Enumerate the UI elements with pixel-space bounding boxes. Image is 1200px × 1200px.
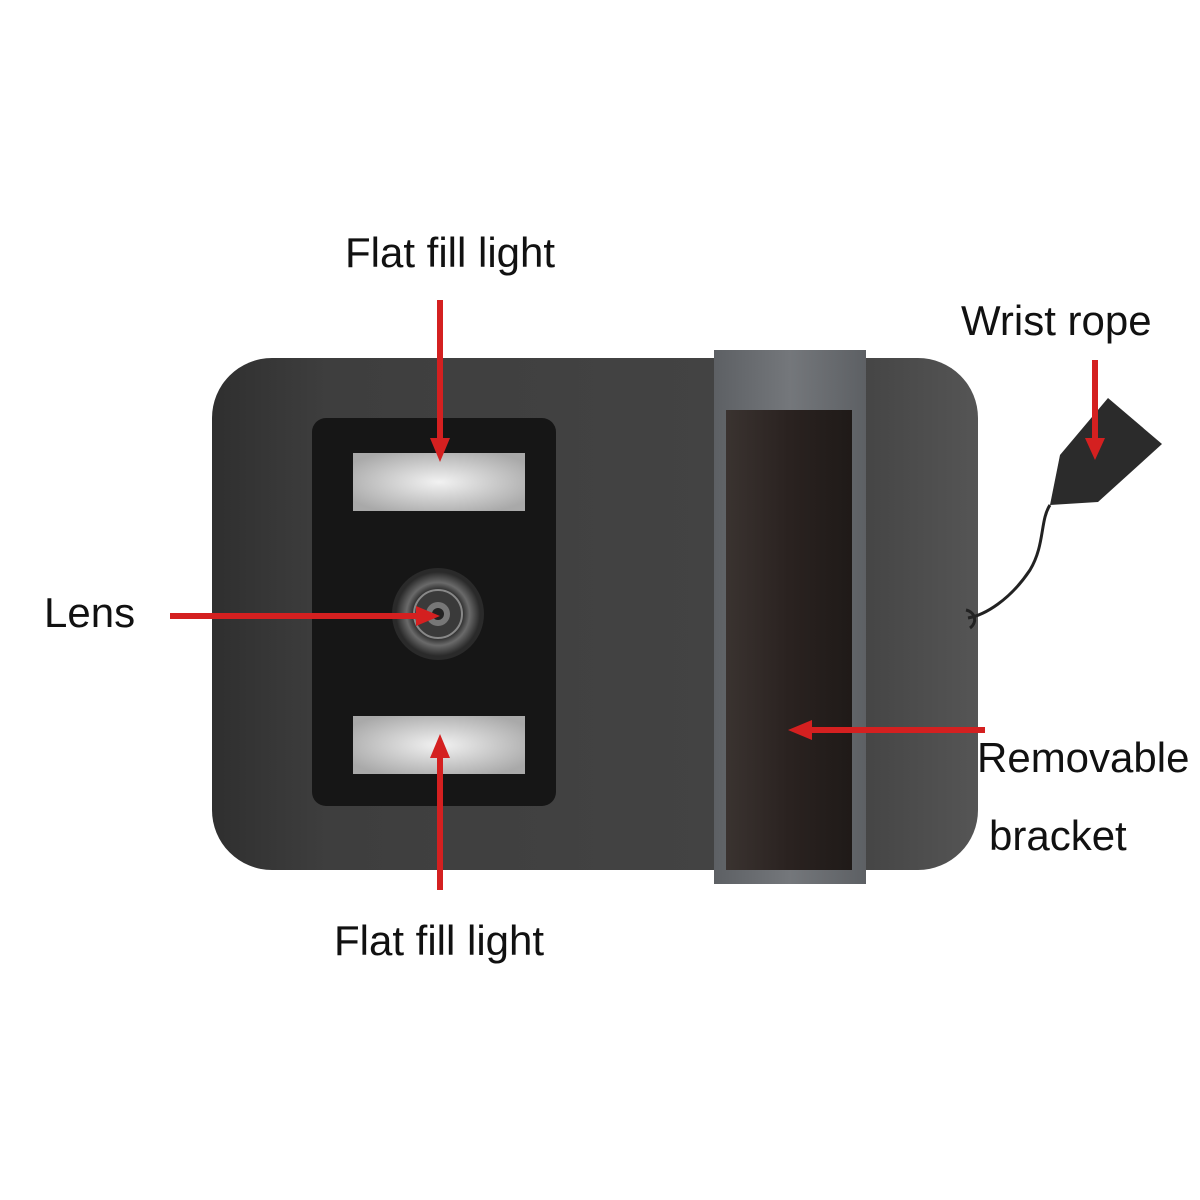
arrow-removable-bracket bbox=[788, 720, 985, 740]
top-fill-light bbox=[353, 453, 525, 511]
wrist-rope bbox=[965, 398, 1162, 630]
label-bottom-fill-light: Flat fill light bbox=[334, 917, 545, 964]
arrow-lens bbox=[170, 606, 440, 626]
arrow-wrist-rope bbox=[1085, 360, 1105, 460]
lens bbox=[392, 568, 484, 660]
removable-bracket bbox=[714, 350, 866, 884]
arrow-bottom-fill-light bbox=[430, 734, 450, 890]
label-removable-bracket-line2: bracket bbox=[989, 812, 1127, 859]
label-removable-bracket-line1: Removable bbox=[977, 734, 1190, 781]
arrow-top-fill-light bbox=[430, 300, 450, 462]
label-lens: Lens bbox=[44, 589, 136, 636]
label-top-fill-light: Flat fill light bbox=[345, 229, 556, 276]
label-wrist-rope: Wrist rope bbox=[961, 297, 1152, 344]
